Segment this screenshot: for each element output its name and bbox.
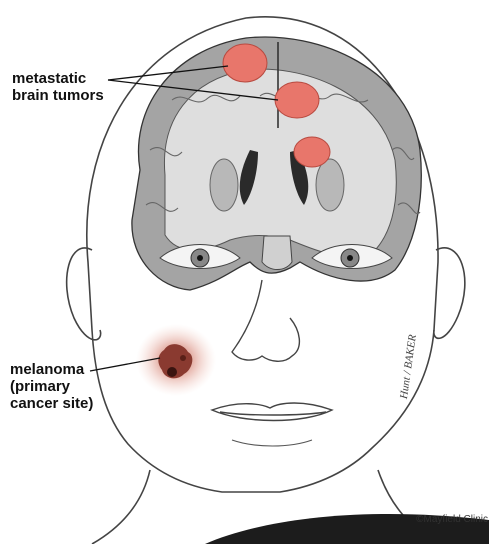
brain-tumor-3 <box>294 137 330 167</box>
melanoma-label: melanoma (primary cancer site) <box>10 361 93 412</box>
copyright-credit: ©Mayfield Clinic <box>416 514 488 525</box>
brain-tumor-2 <box>275 82 319 118</box>
metastatic-tumors-label: metastatic brain tumors <box>12 70 104 104</box>
brain-tumor-1 <box>223 44 267 82</box>
